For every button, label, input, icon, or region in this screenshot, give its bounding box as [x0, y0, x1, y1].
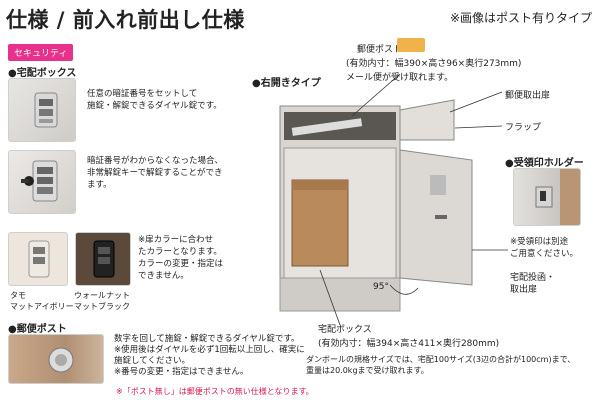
mail-out-door-label: 郵便取出扉: [505, 91, 551, 101]
delivery-door-label: 宅配投函・取出扉: [510, 273, 556, 295]
box-size: (有効内寸：幅394×高さ411×奥行280mm): [318, 339, 500, 349]
box-title: 宅配ボックス: [318, 325, 372, 335]
post-dial-photo: [8, 334, 104, 384]
box-note: ダンボールの規格サイズでは、宅配100サイズ(3辺の合計が100cm)まで、重量…: [306, 355, 576, 375]
receipt-holder-heading: ●受領印ホルダー: [505, 158, 584, 169]
takuhai-desc-3: ※扉カラーに合わせたカラーとなります。カラーの変更・指定はできません。: [138, 235, 224, 281]
lock-color-ivory: タモマットアイボリー: [10, 291, 74, 311]
product-diagram: [279, 73, 508, 326]
yubin-desc: 数字を回して施錠・解錠できるダイヤル錠です。※使用後はダイヤルを必ず1回転以上回…: [114, 334, 305, 377]
post-size: (有効内寸：幅390×高さ96×奥行273mm): [346, 59, 522, 69]
right-open-type-label: ●右開きタイプ: [252, 78, 321, 89]
takuhai-desc-2: 暗証番号がわからなくなった場合、非常解錠キーで解錠することができます。: [87, 156, 224, 190]
yubin-heading: ●郵便ポスト: [8, 324, 67, 335]
takuhai-desc-1: 任意の暗証番号をセットして施錠・解錠できるダイヤル錠です。: [87, 89, 222, 111]
lock-ivory-photo: [8, 232, 68, 286]
emergency-key-photo: [8, 150, 76, 214]
page-title: 仕様 / 前入れ前出し仕様: [6, 8, 245, 32]
lock-black-photo: [75, 232, 131, 286]
takuhai-heading: ●宅配ボックス: [8, 68, 77, 79]
flap-label: フラップ: [505, 123, 542, 133]
door-angle: 95°: [373, 282, 389, 292]
post-note: メール便が受け取れます。: [346, 73, 454, 83]
lock-color-black: ウォールナットマットブラック: [74, 291, 130, 311]
mail-icon: [397, 38, 425, 52]
dial-lock-photo: [8, 78, 76, 142]
security-badge: セキュリティ: [8, 44, 74, 61]
footnote: ※「ポスト無し」は郵便ポストの無い仕様となります。: [116, 387, 314, 396]
receipt-holder-photo: [513, 168, 581, 226]
receipt-holder-note: ※受領印は別途ご用意ください。: [510, 237, 579, 259]
image-note: ※画像はポスト有りタイプ: [449, 11, 592, 25]
post-title: 郵便ポスト: [357, 45, 403, 55]
